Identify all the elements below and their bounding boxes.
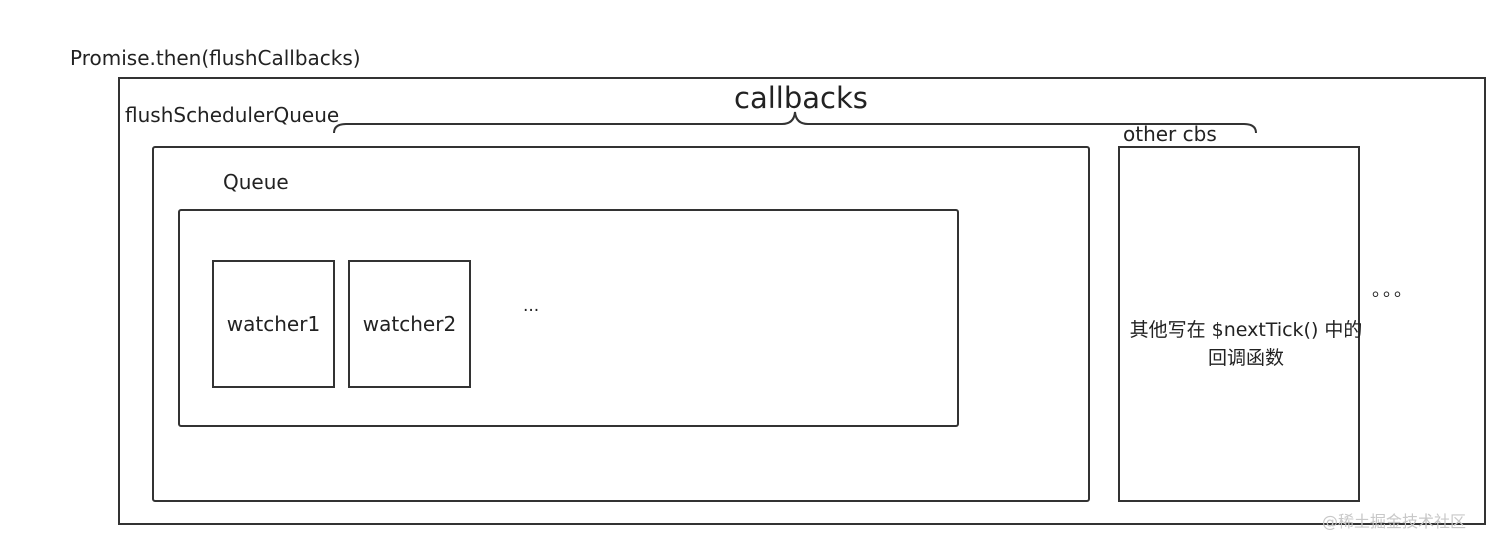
other-cbs-box — [1118, 146, 1360, 502]
promise-then-label: Promise.then(flushCallbacks) — [70, 46, 361, 70]
watcher2-label: watcher2 — [362, 312, 457, 336]
promise-then-box — [118, 77, 1486, 525]
brace-path — [333, 111, 1257, 134]
other-cbs-description: 其他写在 $nextTick() 中的回调函数 — [1129, 319, 1363, 369]
watcher1-box: watcher1 — [212, 260, 335, 388]
queue-ellipsis: ... — [523, 296, 540, 316]
callbacks-brace — [333, 111, 1257, 134]
flush-scheduler-queue-label: flushSchedulerQueue — [125, 103, 340, 127]
flush-scheduler-queue-box — [152, 146, 1090, 502]
watcher1-label: watcher1 — [226, 312, 321, 336]
callbacks-label: callbacks — [734, 81, 868, 115]
watermark: @稀土掘金技术社区 — [1322, 512, 1467, 531]
other-cbs-label: other cbs — [1123, 122, 1217, 146]
queue-label: Queue — [223, 170, 289, 194]
more-callbacks-dots: 。。。 — [1372, 280, 1414, 301]
watcher2-box: watcher2 — [348, 260, 471, 388]
queue-box — [178, 209, 959, 427]
